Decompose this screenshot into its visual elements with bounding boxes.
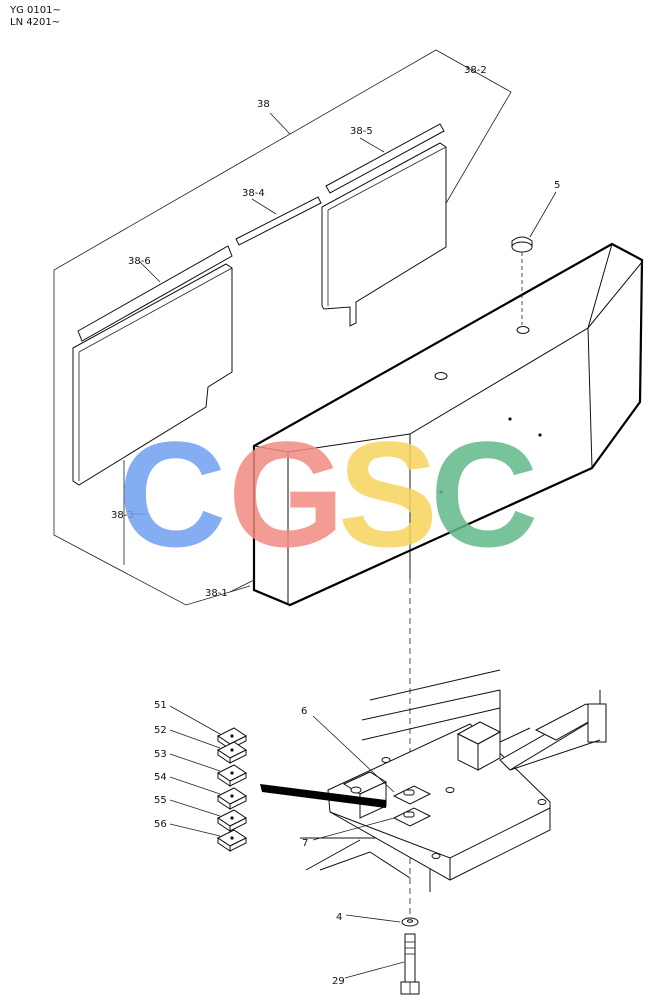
shim-52 (217, 741, 247, 764)
shim-stack-leader-arrow (260, 784, 386, 808)
callout-38: 38 (257, 99, 270, 110)
shim-55 (217, 809, 247, 832)
weight-plate-38-5 (321, 123, 447, 327)
serial-range-line-2: LN 4201~ (10, 17, 61, 28)
assembly-38-outline (53, 49, 512, 606)
callout-38-5: 38-5 (350, 126, 373, 137)
callout-leaders (133, 112, 557, 979)
callout-54: 54 (154, 772, 167, 783)
weight-plate-38-6 (72, 245, 233, 486)
watermark-letter-c2: C (430, 410, 538, 578)
callout-52: 52 (154, 725, 167, 736)
callout-7: 7 (302, 838, 308, 849)
callout-56: 56 (154, 819, 167, 830)
callout-38-2: 38-2 (464, 65, 487, 76)
shim-part-6 (392, 785, 432, 805)
strip-plate-38-4 (235, 196, 322, 246)
callout-38-6: 38-6 (128, 256, 151, 267)
shim-54 (217, 787, 247, 810)
callout-5: 5 (554, 180, 560, 191)
shim-stack-51-56 (217, 727, 247, 852)
callout-labels: 38-2 38 38-5 38-4 38-6 38-3 38-1 5 6 7 4… (111, 65, 560, 987)
cap-part-5 (511, 236, 533, 325)
watermark-letter-c1: C (118, 410, 226, 578)
callout-38-4: 38-4 (242, 188, 265, 199)
callout-53: 53 (154, 749, 167, 760)
callout-51: 51 (154, 700, 167, 711)
serial-range-line-1: YG 0101~ (10, 5, 61, 16)
machine-frame (300, 669, 608, 892)
callout-29: 29 (332, 976, 345, 987)
callout-38-3: 38-3 (111, 510, 134, 521)
washer-part-4 (401, 917, 419, 927)
callout-55: 55 (154, 795, 167, 806)
callout-4: 4 (336, 912, 342, 923)
shim-56 (217, 829, 247, 852)
cgsc-watermark: C G S C (118, 410, 538, 578)
callout-38-1: 38-1 (205, 588, 228, 599)
shim-53 (217, 764, 247, 787)
counterweight-body-38-1 (252, 242, 644, 607)
bolt-part-29 (400, 933, 420, 995)
callout-6: 6 (301, 706, 307, 717)
watermark-letter-g: G (228, 410, 345, 578)
watermark-letter-s: S (338, 410, 438, 578)
shim-part-7 (392, 807, 432, 827)
